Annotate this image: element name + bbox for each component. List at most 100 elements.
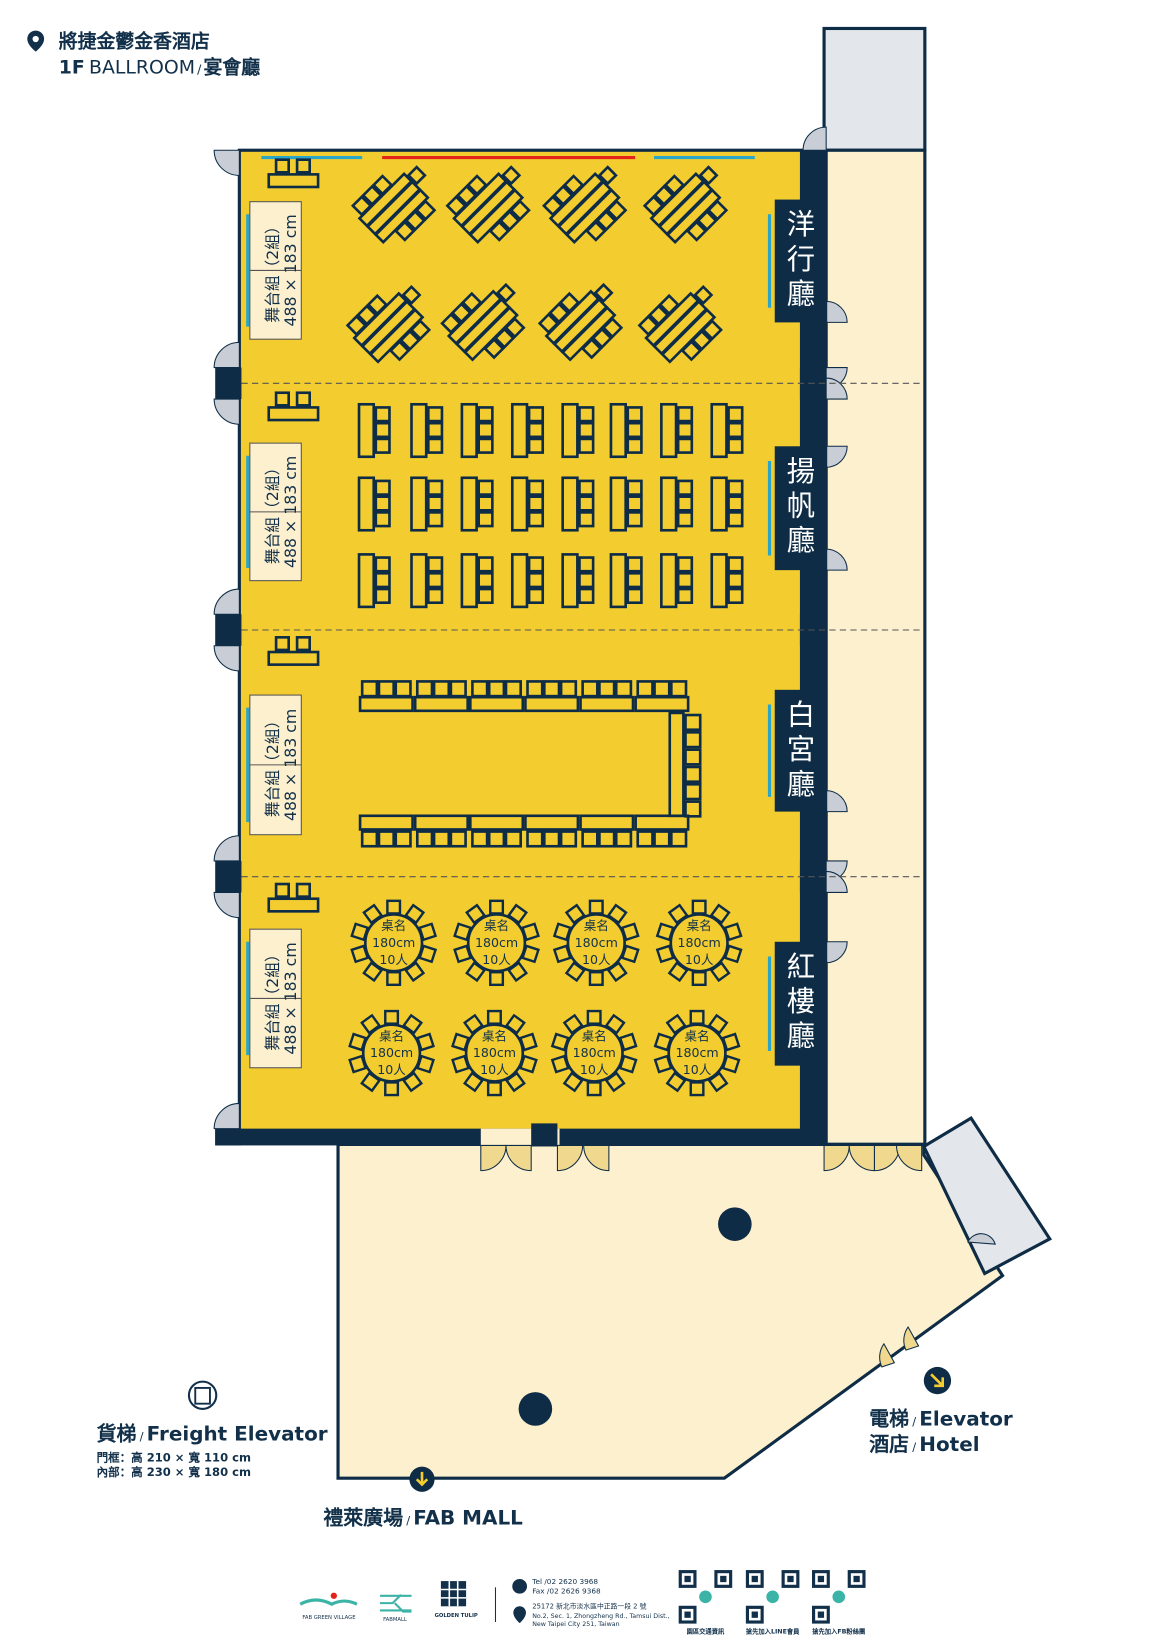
freight-inside-size: 內部：高 230 × 寬 180 cm: [97, 1465, 251, 1479]
fabmall-logo: FABMALL: [380, 1593, 412, 1623]
classroom-table: [357, 476, 391, 532]
freight-elevator-zh: 貨梯: [97, 1421, 137, 1445]
address-en: No.2, Sec. 1, Zhongzheng Rd., Tamsui Dis…: [532, 1613, 669, 1620]
door[interactable]: [903, 1326, 920, 1351]
qr-code[interactable]: 搶先加入FB粉絲團: [812, 1570, 866, 1636]
door[interactable]: [213, 891, 240, 919]
svg-text:禮萊廣場/FAB MALL: 禮萊廣場/FAB MALL: [323, 1505, 523, 1529]
door[interactable]: [213, 149, 240, 176]
room-name-char: 廳: [787, 278, 815, 311]
qr-code[interactable]: 園區交通資訊: [678, 1570, 733, 1636]
classroom-cluster: [537, 282, 624, 362]
room-label[interactable]: 紅樓廳: [767, 941, 828, 1066]
chair: [684, 765, 702, 783]
lobby: [336, 1142, 1005, 1480]
table-diameter: 180cm: [678, 935, 721, 950]
chair: [684, 800, 702, 818]
classroom-table: [357, 553, 391, 609]
door[interactable]: [583, 1144, 610, 1172]
hotel-zh: 酒店: [869, 1432, 909, 1456]
room-name-char: 洋: [787, 208, 815, 241]
u-shape-table: [358, 680, 414, 848]
room-name-char: 行: [787, 243, 815, 276]
door[interactable]: [213, 398, 240, 425]
table-seats: 10人: [580, 1062, 609, 1077]
room-en: BALLROOM: [89, 57, 195, 79]
door[interactable]: [213, 645, 240, 672]
door[interactable]: [213, 588, 240, 615]
classroom-cluster: [440, 282, 526, 362]
podium: [267, 391, 320, 422]
room-label[interactable]: 洋行廳: [767, 199, 828, 323]
pillar: [215, 367, 242, 400]
door[interactable]: [802, 126, 827, 151]
door[interactable]: [505, 1144, 532, 1172]
classroom-cluster: [350, 165, 437, 244]
classroom-table: [561, 476, 595, 532]
classroom-table: [460, 402, 494, 459]
footer: FAB GREEN VILLAGE FABMALL GOLDEN TULIP T…: [299, 1570, 866, 1636]
pillar: [215, 860, 242, 893]
classroom-table: [460, 476, 494, 532]
u-shape-table: [413, 680, 469, 848]
door[interactable]: [213, 341, 240, 369]
u-shape-table: [634, 680, 690, 848]
location-pin-icon: [513, 1606, 526, 1624]
room-name-char: 樓: [787, 985, 815, 1018]
stage-size: 488 × 183 cm: [281, 214, 300, 326]
door[interactable]: [895, 1144, 923, 1172]
table-name: 桌名: [381, 918, 406, 933]
table-name: 桌名: [484, 918, 509, 933]
fab-mall-zh: 禮萊廣場: [323, 1505, 403, 1529]
floor-label: 1F: [59, 57, 85, 79]
arrow-down-icon: [409, 1466, 435, 1492]
table-seats: 10人: [685, 952, 714, 967]
freight-door-size: 門框：高 210 × 寬 110 cm: [97, 1450, 251, 1464]
elevator-en: Elevator: [919, 1407, 1013, 1431]
room-label[interactable]: 白宮廳: [767, 689, 828, 812]
chair: [684, 731, 702, 749]
qr-code[interactable]: 搶先加入LINE會員: [746, 1570, 800, 1636]
table-name: 桌名: [687, 918, 712, 933]
room-name-char: 廳: [787, 768, 815, 801]
phone-icon: [512, 1578, 527, 1594]
door[interactable]: [556, 1144, 584, 1172]
fab-green-village-logo: FAB GREEN VILLAGE: [299, 1592, 358, 1621]
classroom-cluster: [345, 284, 432, 364]
classroom-cluster: [542, 165, 628, 244]
table-name: 桌名: [584, 918, 609, 933]
classroom-table: [510, 553, 545, 609]
room-name-char: 廳: [787, 524, 815, 557]
room-label[interactable]: 揚帆廳: [767, 446, 828, 571]
door[interactable]: [848, 1144, 875, 1172]
table-diameter: 180cm: [573, 1045, 616, 1060]
classroom-table: [561, 402, 595, 459]
column: [518, 1392, 553, 1426]
u-shape-table: [468, 680, 525, 848]
golden-tulip-logo: GOLDEN TULIP: [435, 1581, 478, 1619]
table-seats: 10人: [379, 952, 408, 967]
table-diameter: 180cm: [675, 1045, 718, 1060]
classroom-table: [609, 553, 643, 609]
door[interactable]: [213, 1102, 240, 1130]
table-diameter: 180cm: [370, 1045, 413, 1060]
table-seats: 10人: [480, 1062, 509, 1077]
door[interactable]: [967, 1233, 996, 1245]
door[interactable]: [213, 835, 240, 862]
hotel-name: 將捷金鬱金香酒店: [59, 29, 210, 52]
u-shape-table: [668, 711, 685, 818]
elevator-room: [921, 1116, 1053, 1276]
classroom-cluster: [637, 284, 723, 364]
room-name-char: 宮: [787, 733, 815, 766]
address-zh: 25172 新北市淡水區中正路一段 2 號: [532, 1601, 646, 1610]
door[interactable]: [879, 1342, 896, 1368]
stage: 舞台組（2組）488 × 183 cm: [246, 928, 302, 1069]
corridor: [824, 148, 927, 1146]
